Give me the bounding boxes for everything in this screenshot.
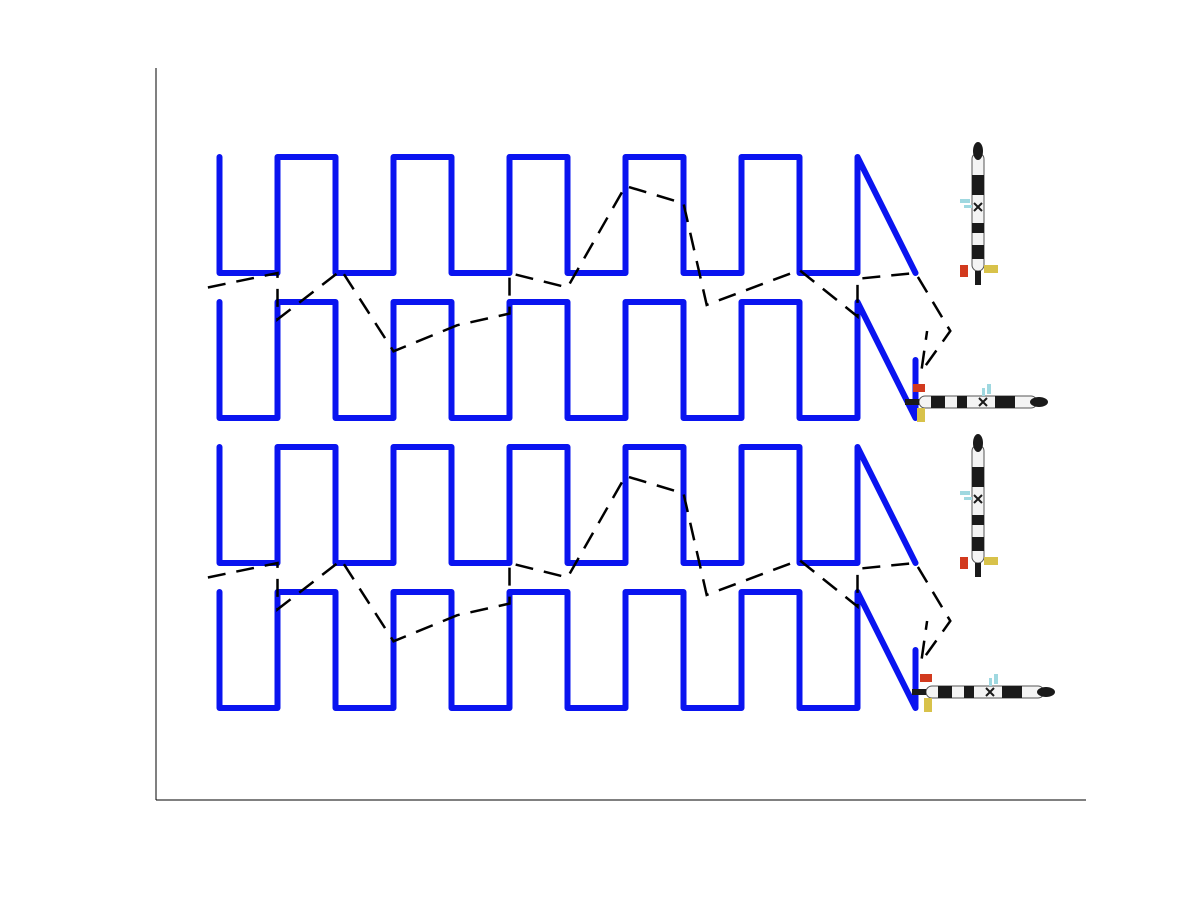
plot-series: [207, 154, 952, 711]
planned-path-line-4: [216, 589, 919, 711]
vehicle-icon-3: [905, 384, 1048, 422]
planned-path-line-3: [216, 444, 919, 566]
vehicle-icon-1: [960, 142, 998, 285]
vehicle-icon-4: [912, 674, 1055, 712]
planned-path-line-1: [216, 154, 919, 276]
vehicle-icon-2: [960, 434, 998, 577]
planned-path-line-2: [216, 299, 919, 421]
vehicle-markers: [905, 142, 1055, 712]
axes: [155, 68, 1086, 801]
